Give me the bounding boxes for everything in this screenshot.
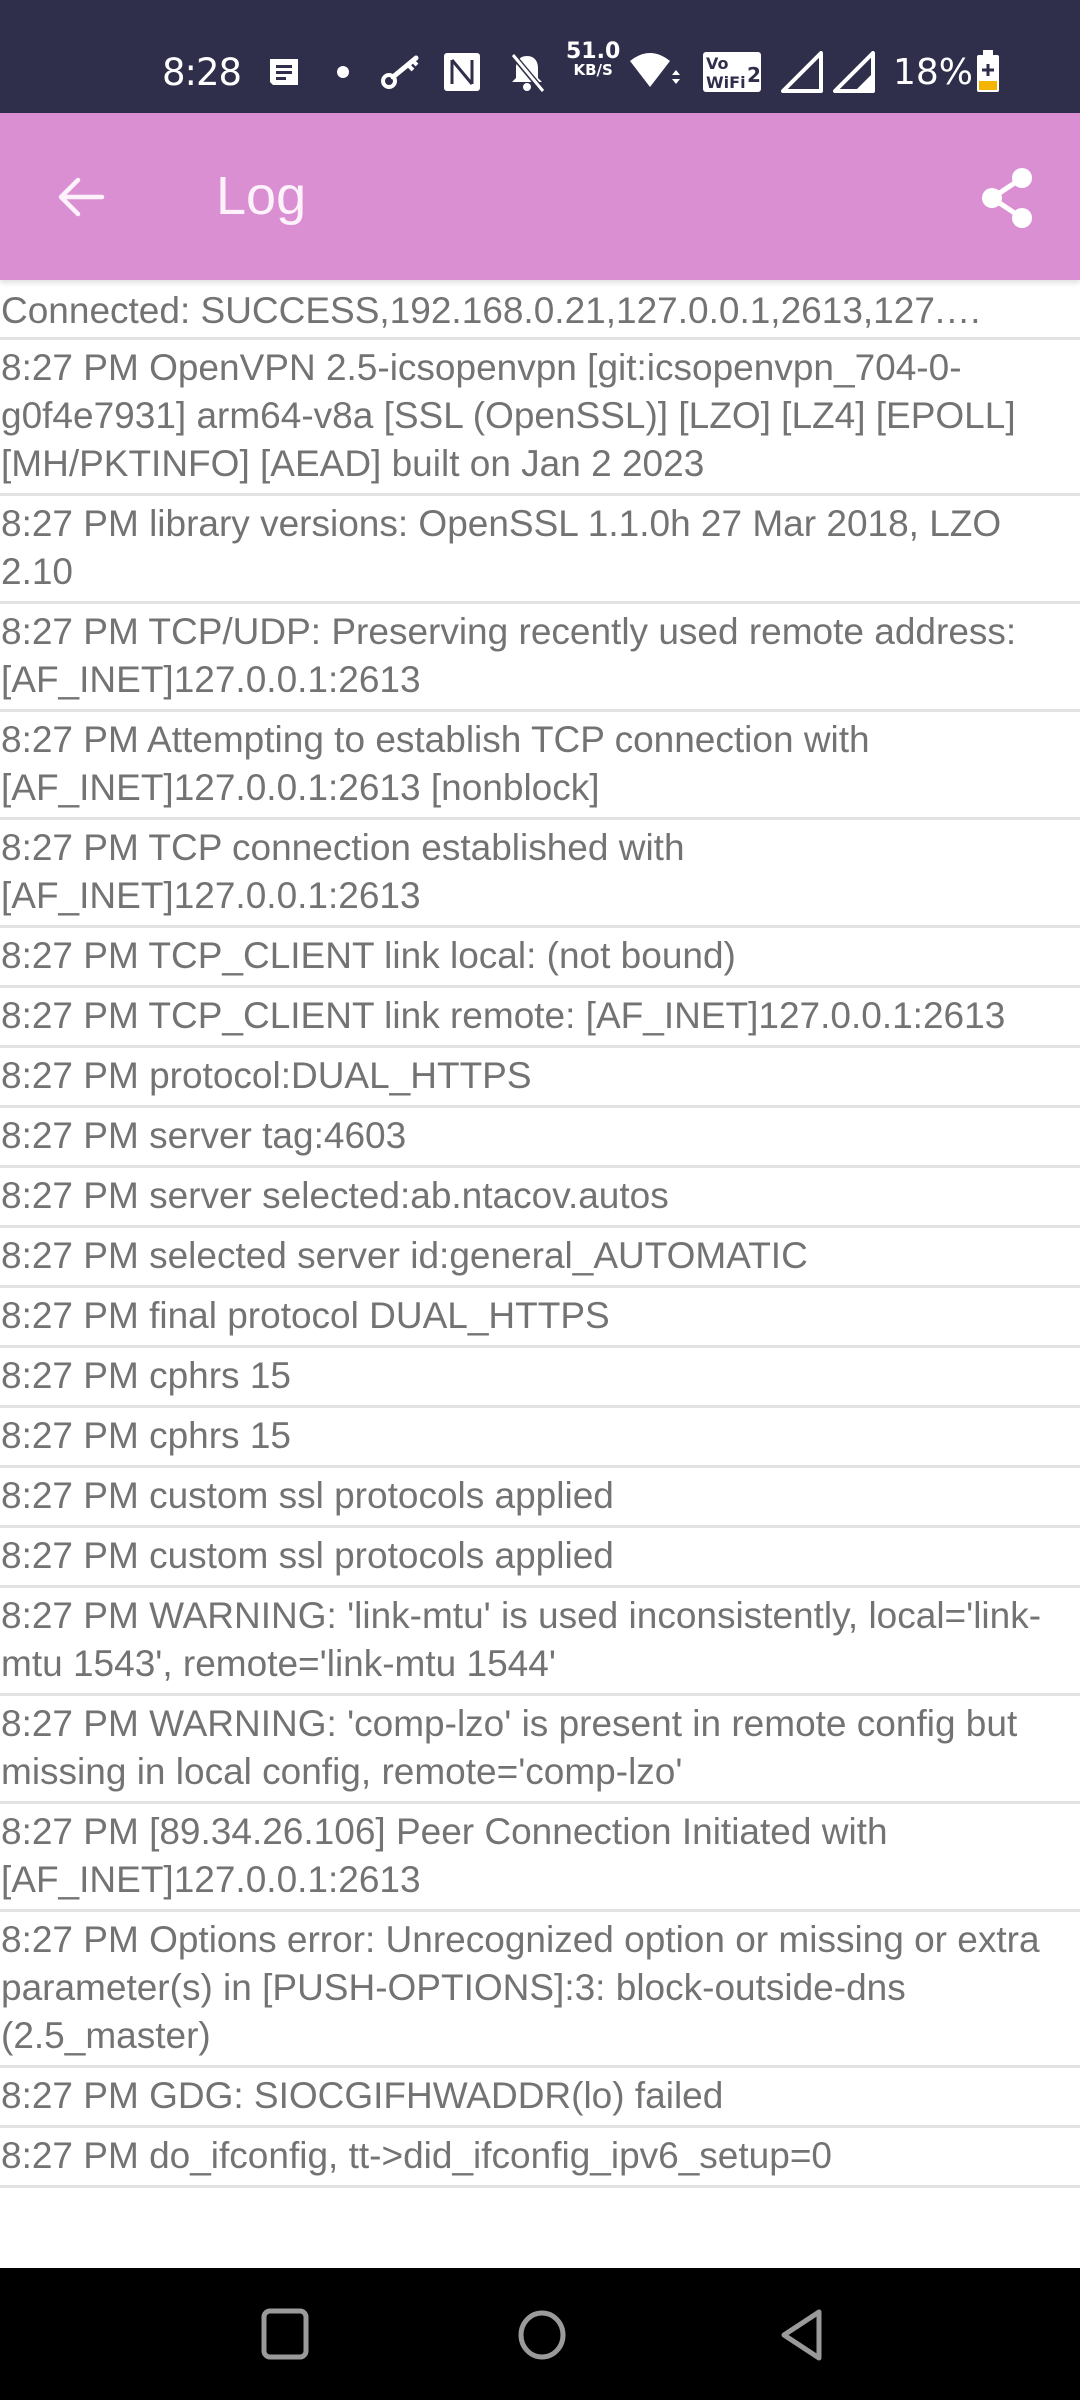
bell-muted-icon — [508, 52, 546, 92]
log-entry[interactable]: 8:27 PM selected server id:general_AUTOM… — [0, 1228, 1080, 1288]
log-entry[interactable]: 8:27 PM TCP connection established with … — [0, 820, 1080, 928]
log-entry[interactable]: 8:27 PM WARNING: 'comp-lzo' is present i… — [0, 1696, 1080, 1804]
app-bar: Log — [0, 113, 1080, 280]
log-entry[interactable]: 8:27 PM cphrs 15 — [0, 1408, 1080, 1468]
system-nav-bar — [0, 2268, 1080, 2400]
log-entry[interactable]: 8:27 PM OpenVPN 2.5-icsopenvpn [git:icso… — [0, 340, 1080, 496]
log-entry[interactable]: 8:27 PM TCP_CLIENT link remote: [AF_INET… — [0, 988, 1080, 1048]
log-entry[interactable]: 8:27 PM protocol:DUAL_HTTPS — [0, 1048, 1080, 1108]
log-entry[interactable]: 8:27 PM TCP/UDP: Preserving recently use… — [0, 604, 1080, 712]
recents-button[interactable] — [246, 2300, 326, 2370]
network-speed-value: 51.0 — [566, 39, 621, 64]
signal-icon — [781, 51, 823, 93]
log-entry[interactable]: 8:27 PM custom ssl protocols applied — [0, 1528, 1080, 1588]
back-triangle-icon — [781, 2309, 822, 2361]
home-icon — [518, 2310, 566, 2360]
arrow-back-icon — [58, 177, 105, 217]
message-icon — [267, 55, 301, 89]
page-title: Log — [216, 166, 307, 226]
signal-icon-2 — [833, 51, 875, 93]
log-entry[interactable]: 8:27 PM Options error: Unrecognized opti… — [0, 1912, 1080, 2068]
recents-icon — [261, 2308, 309, 2360]
log-entry[interactable]: 8:27 PM final protocol DUAL_HTTPS — [0, 1288, 1080, 1348]
share-icon — [982, 168, 1032, 228]
share-button[interactable] — [972, 163, 1042, 233]
log-entry[interactable]: 8:27 PM server tag:4603 — [0, 1108, 1080, 1168]
log-entry[interactable]: 8:27 PM [89.34.26.106] Peer Connection I… — [0, 1804, 1080, 1912]
svg-text:Vo: Vo — [706, 54, 729, 73]
log-entry[interactable]: 8:27 PM TCP_CLIENT link local: (not boun… — [0, 928, 1080, 988]
log-entry[interactable]: 8:27 PM server selected:ab.ntacov.autos — [0, 1168, 1080, 1228]
network-speed: 51.0 KB/S — [566, 41, 620, 78]
battery-icon — [975, 50, 1001, 94]
log-entry-connection-status[interactable]: Connected: SUCCESS,192.168.0.21,127.0.0.… — [0, 280, 1080, 340]
log-entry[interactable]: 8:27 PM cphrs 15 — [0, 1348, 1080, 1408]
log-entry[interactable]: 8:27 PM do_ifconfig, tt->did_ifconfig_ip… — [0, 2128, 1080, 2188]
log-entry[interactable]: 8:27 PM WARNING: 'link-mtu' is used inco… — [0, 1588, 1080, 1696]
log-list[interactable]: Connected: SUCCESS,192.168.0.21,127.0.0.… — [0, 280, 1080, 2268]
svg-text:WiFi: WiFi — [706, 73, 746, 92]
home-button[interactable] — [502, 2300, 582, 2370]
dot-icon — [336, 65, 350, 79]
vpn-key-icon — [380, 54, 422, 90]
log-entry[interactable]: 8:27 PM GDG: SIOCGIFHWADDR(lo) failed — [0, 2068, 1080, 2128]
svg-text:2: 2 — [747, 63, 761, 87]
status-time: 8:28 — [162, 50, 242, 94]
network-speed-unit: KB/S — [573, 61, 613, 79]
wifi-icon — [628, 51, 680, 93]
back-nav-button[interactable] — [762, 2300, 842, 2370]
nfc-icon — [443, 52, 481, 92]
back-button[interactable] — [48, 165, 112, 229]
log-entry[interactable]: 8:27 PM Attempting to establish TCP conn… — [0, 712, 1080, 820]
battery-percent: 18% — [893, 51, 974, 93]
log-entry[interactable]: 8:27 PM custom ssl protocols applied — [0, 1468, 1080, 1528]
log-entry[interactable]: 8:27 PM library versions: OpenSSL 1.1.0h… — [0, 496, 1080, 604]
